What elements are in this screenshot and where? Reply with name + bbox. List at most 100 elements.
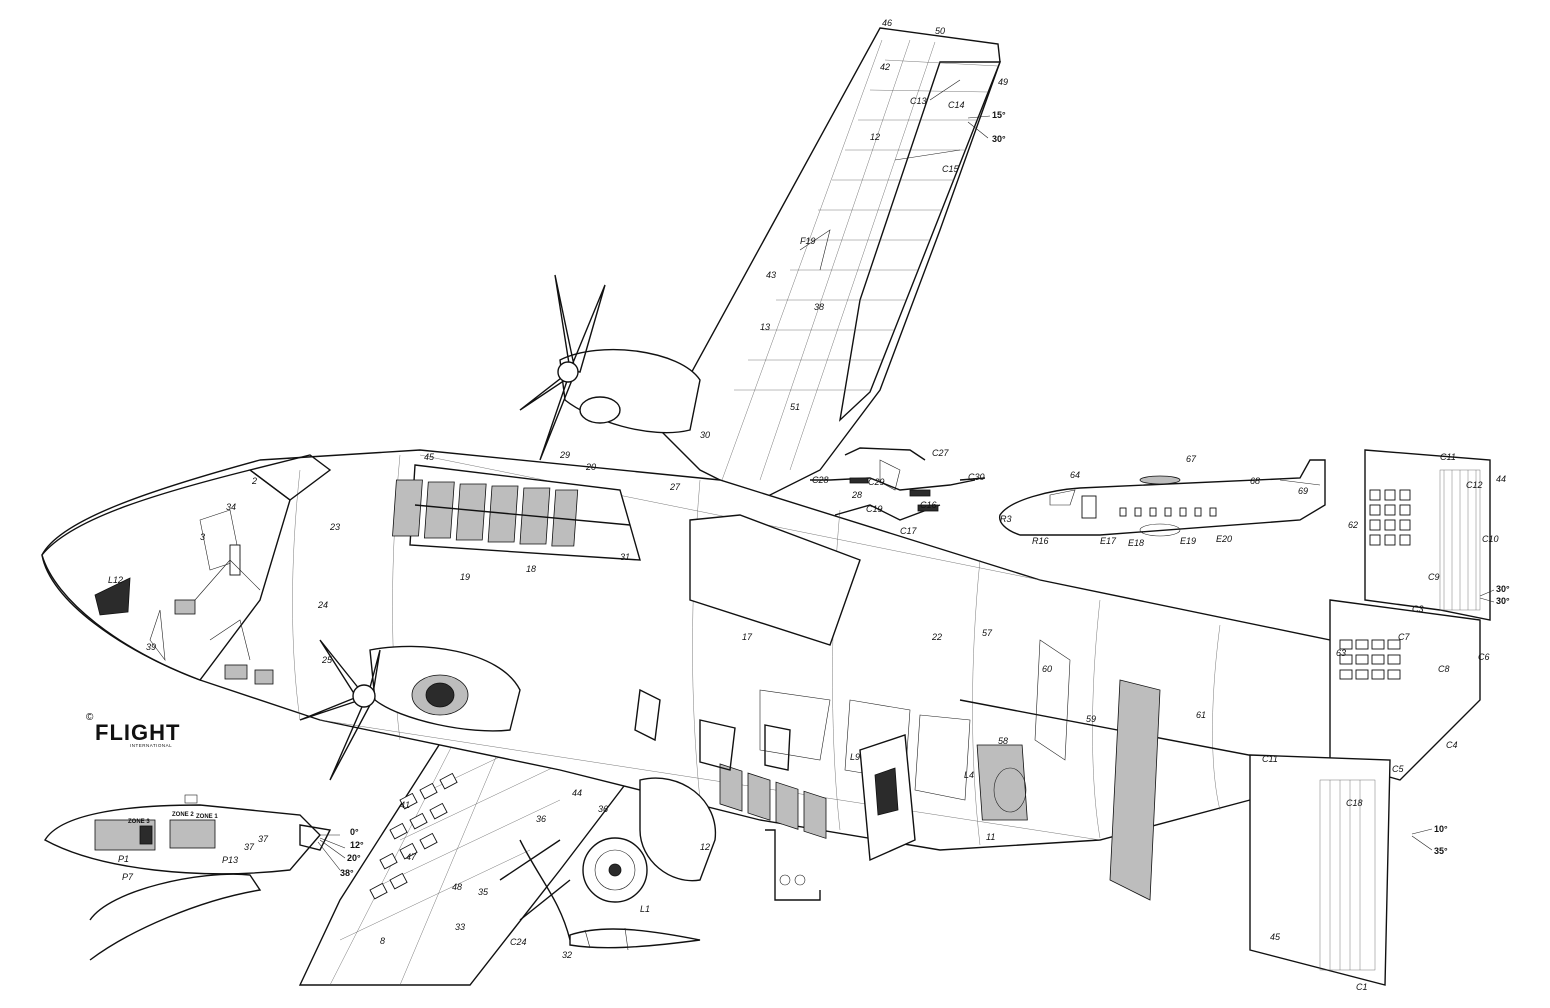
callout: L4 <box>964 770 974 780</box>
callout: 45 <box>424 452 435 462</box>
callout: 32 <box>562 950 572 960</box>
inset-angle-0: 0° <box>350 827 359 837</box>
callout: 36 <box>536 814 546 824</box>
callout: L9 <box>850 752 860 762</box>
callout: C30 <box>968 472 985 482</box>
inset-angle-38: 38° <box>340 868 354 878</box>
callout: 25 <box>321 655 333 665</box>
callout: C10 <box>1482 534 1499 544</box>
tailplane-angle-2: 30° <box>1496 596 1510 606</box>
callout: 47 <box>406 852 417 862</box>
callout: E20 <box>1216 534 1232 544</box>
callout: 48 <box>452 882 462 892</box>
callout: 58 <box>998 736 1008 746</box>
callout: 29 <box>559 450 570 460</box>
callout: C9 <box>1428 572 1440 582</box>
starboard-engine <box>519 274 701 461</box>
side-view-inset <box>998 459 1326 537</box>
callout: 3 <box>200 532 205 542</box>
callout: 18 <box>526 564 536 574</box>
callout: L12 <box>108 575 123 585</box>
callout: 42 <box>880 62 890 72</box>
tailplane-cells <box>1339 639 1401 680</box>
main-landing-gear <box>519 777 717 941</box>
callout: 61 <box>1196 710 1206 720</box>
callout: 28 <box>851 490 862 500</box>
callout: 22 <box>931 632 942 642</box>
nose-section <box>41 454 332 685</box>
callout: 44 <box>1496 474 1506 484</box>
callout: C13 <box>910 96 927 106</box>
port-wing-fuel-cells <box>369 772 458 900</box>
callout: L1 <box>640 904 650 914</box>
callout: E18 <box>1128 538 1144 548</box>
callout: C5 <box>1392 764 1404 774</box>
callout: 30 <box>700 430 710 440</box>
zone-2-label: ZONE 2 <box>172 812 194 818</box>
elevator-angle-2: 35° <box>1434 846 1448 856</box>
starboard-propeller <box>519 274 606 461</box>
callout: C17 <box>900 526 918 536</box>
frame-section-inset <box>765 829 821 901</box>
callout: E19 <box>1180 536 1196 546</box>
fairing-section-inset <box>569 927 701 951</box>
copyright-symbol: © <box>86 712 94 723</box>
starboard-wing <box>659 27 1002 501</box>
callout: C11 <box>1262 754 1278 764</box>
callout: C27 <box>932 448 950 458</box>
deflection-angle-labels: 15° 30° 30° 30° 10° 35° 0° 12° 20° 38° <box>340 110 1510 878</box>
callout: 34 <box>226 502 236 512</box>
callout: P7 <box>122 872 134 882</box>
engine-zone-inset <box>44 794 346 961</box>
callout: 19 <box>460 572 470 582</box>
callout: 37 <box>244 842 255 852</box>
zone-labels: ZONE 3 ZONE 2 ZONE 1 <box>128 812 218 825</box>
tail-unit <box>1249 449 1491 986</box>
callout: 37 <box>258 834 269 844</box>
callout: C24 <box>510 937 527 947</box>
callout: E17 <box>1100 536 1117 546</box>
cargo-container <box>689 514 861 839</box>
callout: 27 <box>669 482 681 492</box>
callout-numbers: 46 50 42 49 C13 C14 12 C15 F19 43 38 13 … <box>108 18 1506 992</box>
callout: 24 <box>317 600 328 610</box>
callout: C28 <box>812 475 829 485</box>
callout: 50 <box>935 26 945 36</box>
callout: 49 <box>998 77 1008 87</box>
callout: R16 <box>1032 536 1049 546</box>
callout: 41 <box>400 800 410 810</box>
callout: 45 <box>1270 932 1281 942</box>
side-view-windows <box>1119 507 1217 517</box>
callout: 59 <box>1086 714 1096 724</box>
callout: C6 <box>1478 652 1490 662</box>
upper-wing-angle-1: 15° <box>992 110 1006 120</box>
upper-fuel-tank <box>392 464 641 561</box>
callout: 57 <box>982 628 993 638</box>
callout: 8 <box>380 936 385 946</box>
flight-international-logo: © FLIGHT INTERNATIONAL <box>86 712 180 748</box>
callout: 33 <box>455 922 465 932</box>
callout: 31 <box>620 552 630 562</box>
logo-flight: FLIGHT <box>95 720 180 745</box>
callout: 36 <box>598 804 608 814</box>
callout: 60 <box>1042 664 1052 674</box>
callout: C29 <box>868 477 885 487</box>
callout: 51 <box>790 402 800 412</box>
port-propeller <box>299 639 381 781</box>
callout: C19 <box>866 504 883 514</box>
callout: R3 <box>1000 514 1012 524</box>
callout: 2 <box>251 476 257 486</box>
callout: C7 <box>1398 632 1410 642</box>
callout: 43 <box>766 270 776 280</box>
callout: C18 <box>1346 798 1363 808</box>
logo-international: INTERNATIONAL <box>130 743 172 748</box>
callout: C14 <box>948 100 965 110</box>
cabin-interior <box>634 639 1161 901</box>
callout: P13 <box>222 855 238 865</box>
callout: P1 <box>118 854 129 864</box>
callout: C4 <box>1446 740 1458 750</box>
callout: 68 <box>1250 476 1260 486</box>
callout: C11 <box>1440 452 1456 462</box>
callout: C1 <box>1356 982 1368 992</box>
